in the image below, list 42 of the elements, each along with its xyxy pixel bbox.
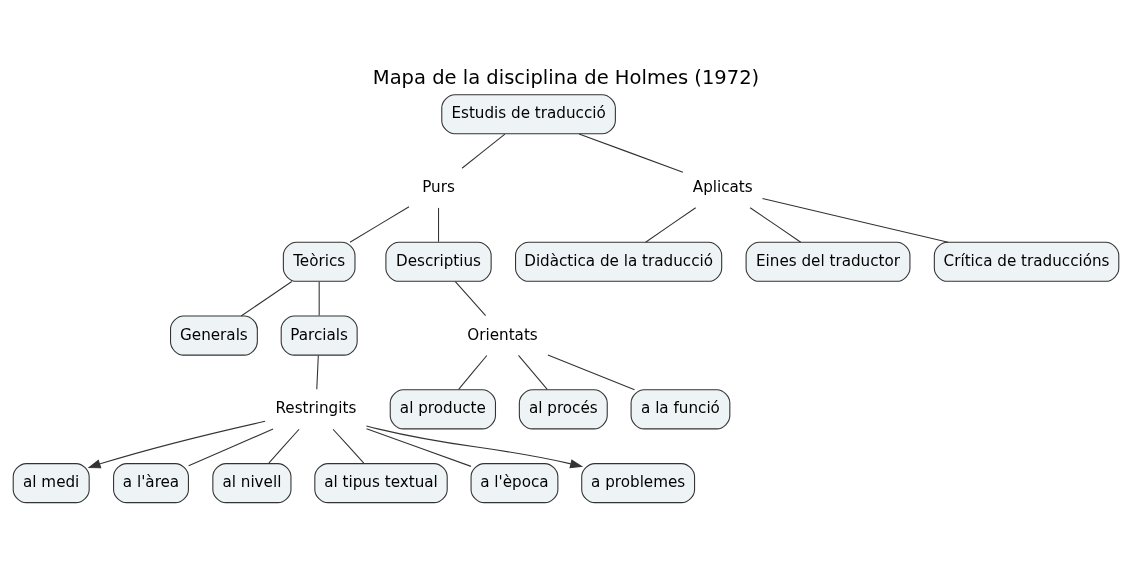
node-box: Parcials [280,315,358,356]
node-text: Purs [422,177,455,196]
node-box: a l'àrea [113,462,189,503]
connector [454,280,487,316]
node-box: Didàctica de la traducció [515,241,723,282]
connector [240,280,293,316]
diagram-title: Mapa de la disciplina de Holmes (1972) [372,65,760,89]
connector [188,428,274,466]
node-box: a l'època [470,462,559,503]
arrow [87,420,266,468]
connector [458,354,488,390]
node-box: al nivell [212,462,292,503]
connector [349,205,410,243]
node-box: al medi [12,462,90,503]
node-text: Restringits [275,398,357,417]
connector [645,206,697,243]
node-text: Aplicats [692,177,753,196]
node-box: Descriptius [385,241,492,282]
node-box: Teòrics [282,241,356,282]
node-box: Eines del traductor [745,241,911,282]
node-box: Estudis de traducció [441,93,616,134]
node-box: Generals [170,315,258,356]
connector [578,132,684,173]
connector [547,353,636,390]
connector [517,354,548,390]
connector [332,428,365,464]
node-text: Orientats [467,325,538,344]
arrow [365,424,584,468]
connector [461,133,506,169]
node-box: al tipus textual [314,462,448,503]
node-box: al procés [518,388,608,429]
connector [749,206,802,243]
node-box: Crítica de traduccións [933,241,1120,282]
node-box: al producte [389,388,497,429]
node-box: a la funció [630,388,731,429]
node-box: a problemes [581,462,696,503]
connector [316,354,319,390]
connector [761,197,949,243]
connector [318,280,320,316]
connector [437,206,440,242]
connector [268,428,300,464]
connector [366,427,472,467]
